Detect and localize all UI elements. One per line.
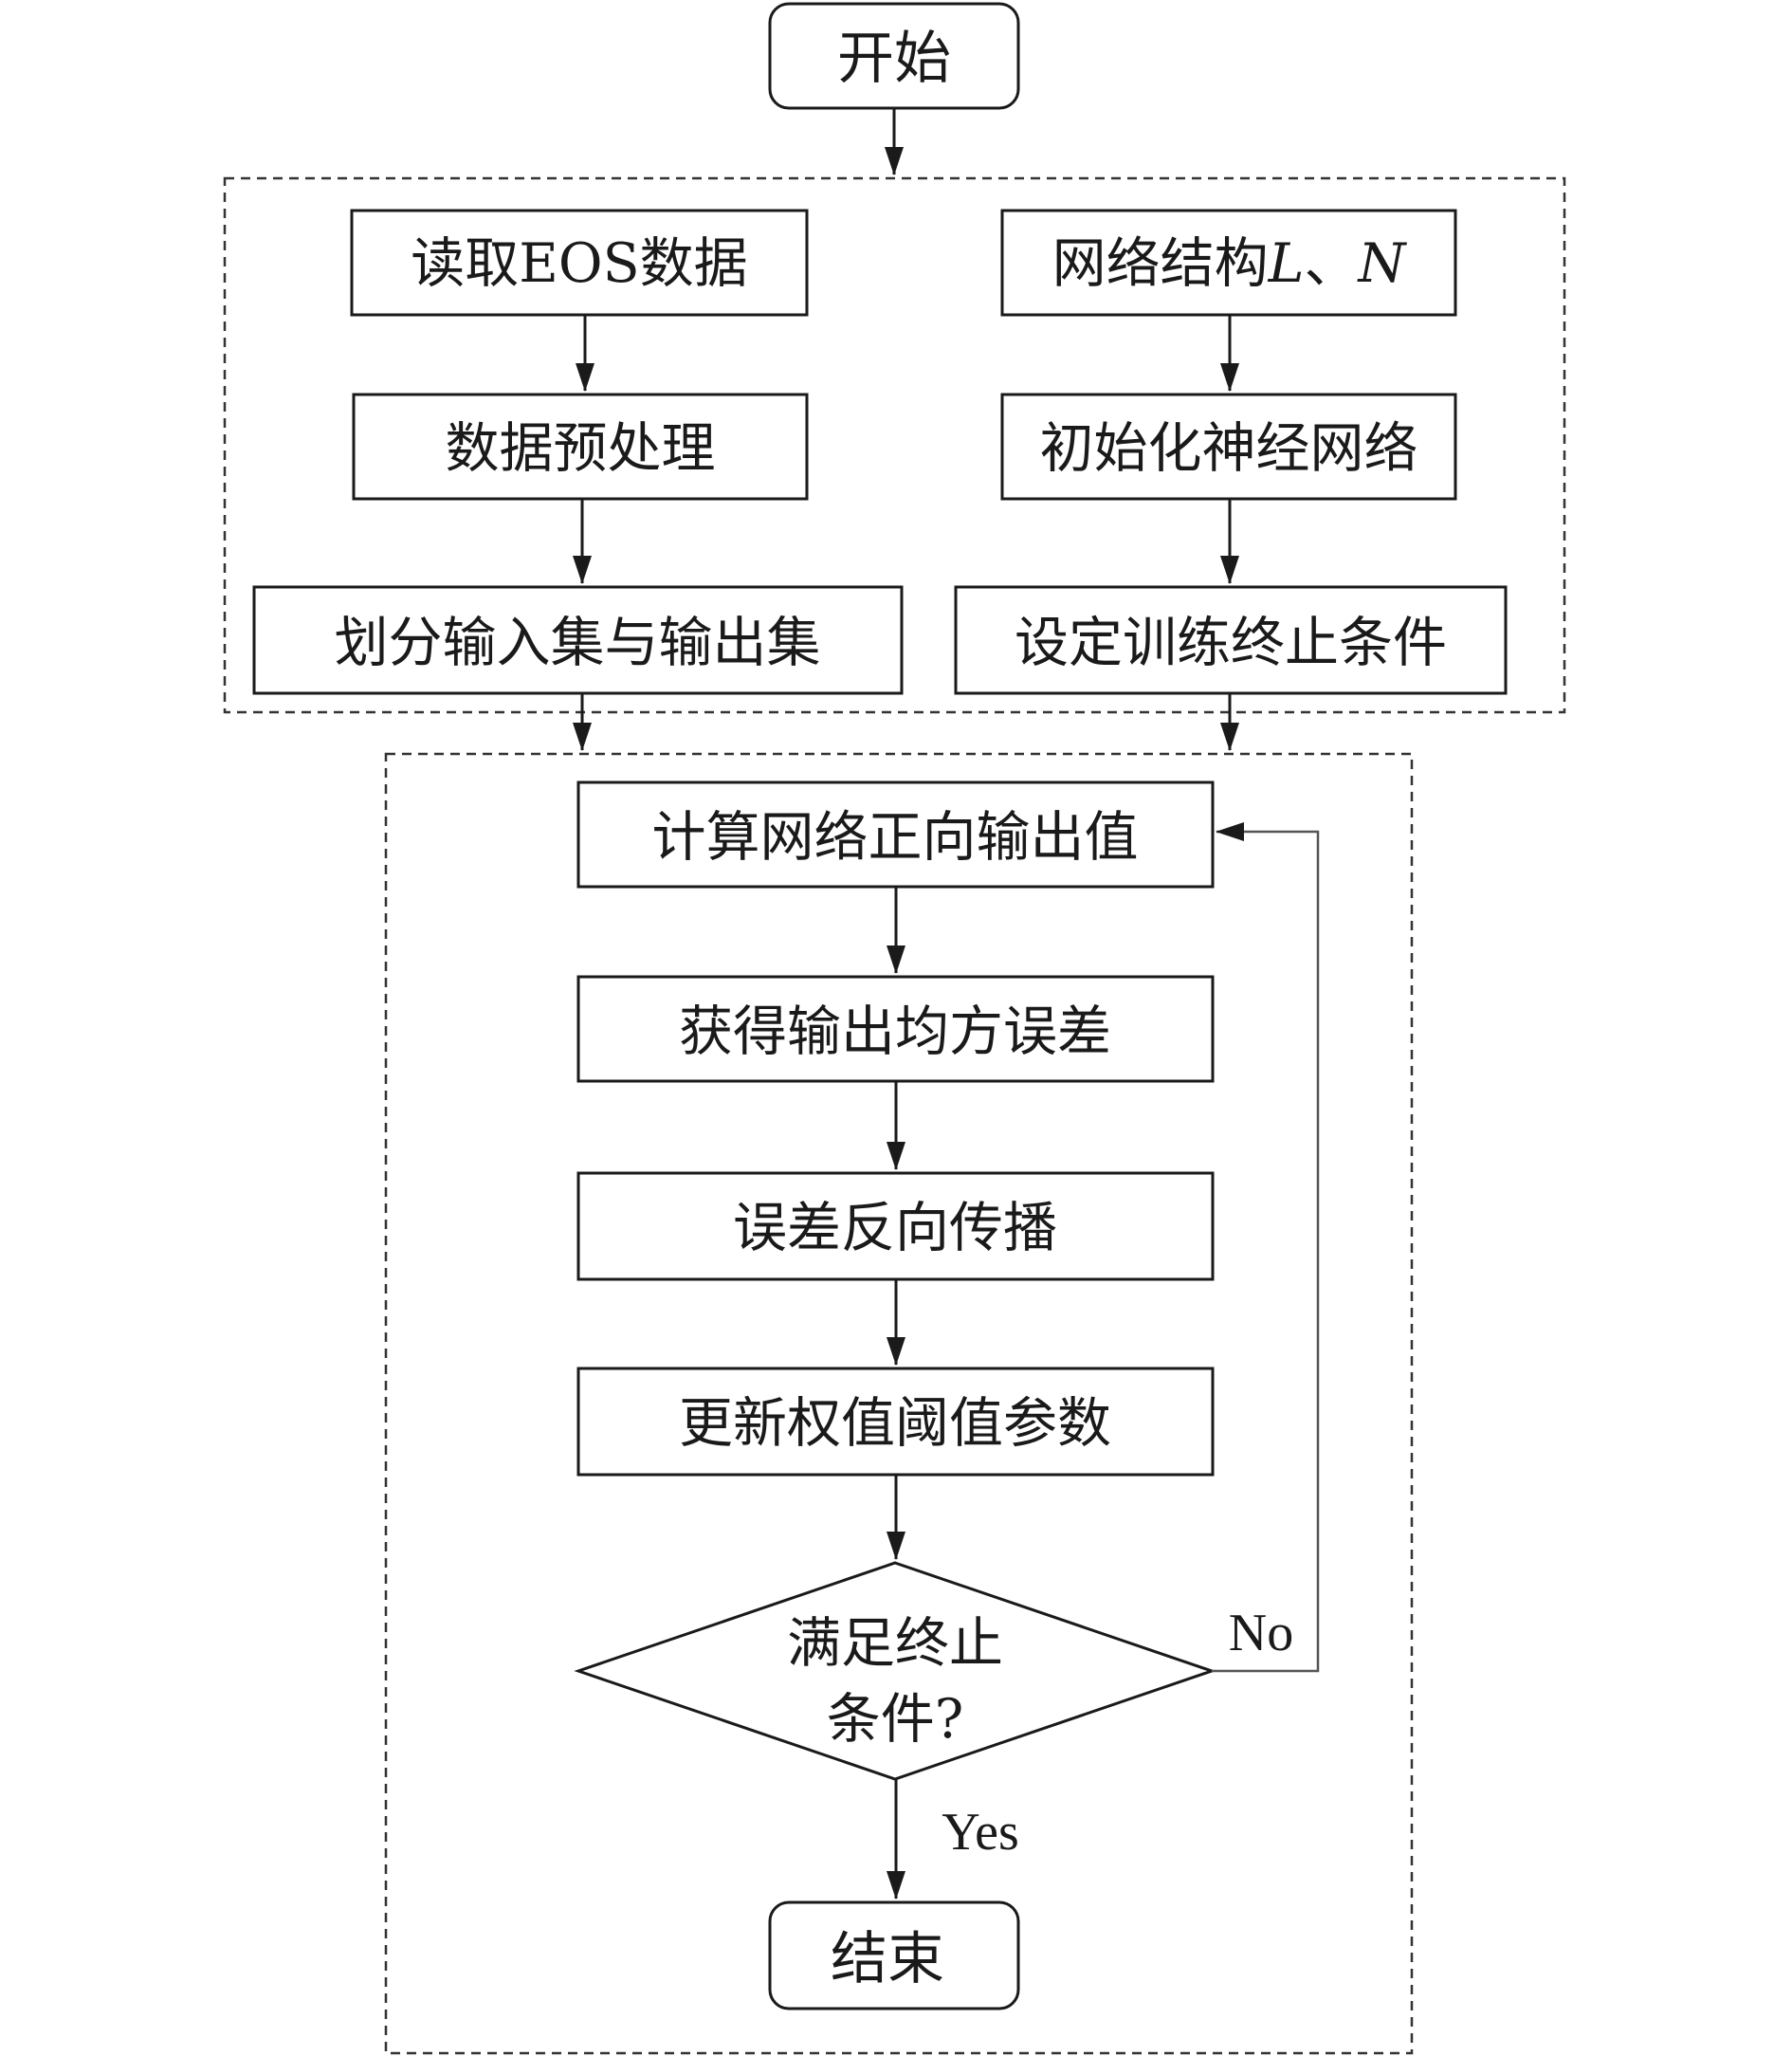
forward-output-box — [576, 780, 1215, 889]
mse-box — [576, 975, 1215, 1083]
decision-line1: 满足终止 — [787, 1612, 1003, 1675]
net-structure-n: N — [1356, 232, 1407, 295]
preparation-group — [223, 176, 1566, 714]
net-structure-label: 网络结构L、N — [1052, 232, 1408, 295]
yes-label: Yes — [942, 1803, 1018, 1862]
read-eos-label: 读取EOS数据 — [411, 232, 747, 295]
stop-condition-label: 设定训练终止条件 — [1015, 612, 1447, 674]
no-label: No — [1229, 1604, 1293, 1662]
split-sets-label: 划分输入集与输出集 — [335, 612, 821, 674]
net-structure-box — [1000, 209, 1457, 317]
start-label: 开始 — [837, 26, 951, 92]
preprocess-box — [352, 393, 809, 501]
net-structure-separator: 、 — [1304, 232, 1358, 295]
backprop-box — [576, 1171, 1215, 1281]
mse-label: 获得输出均方误差 — [679, 1000, 1111, 1063]
net-structure-l: L — [1268, 232, 1305, 295]
init-network-label: 初始化神经网络 — [1040, 417, 1418, 480]
stop-condition-box — [954, 585, 1508, 695]
split-sets-box — [252, 585, 904, 695]
init-network-box — [1000, 393, 1457, 501]
end-terminal — [768, 1900, 1020, 2010]
decision-line2: 条件? — [827, 1688, 964, 1751]
backprop-label: 误差反向传播 — [733, 1197, 1057, 1259]
preprocess-label: 数据预处理 — [446, 417, 716, 480]
net-structure-prefix: 网络结构 — [1052, 232, 1269, 295]
update-params-label: 更新权值阈值参数 — [679, 1392, 1111, 1455]
forward-output-label: 计算网络正向输出值 — [652, 806, 1139, 869]
end-label: 结束 — [831, 1926, 944, 1992]
read-eos-box — [350, 209, 809, 317]
training-loop-group — [384, 752, 1414, 2055]
arrow-no-loop-back — [1212, 822, 1320, 1673]
update-params-box — [576, 1367, 1215, 1477]
